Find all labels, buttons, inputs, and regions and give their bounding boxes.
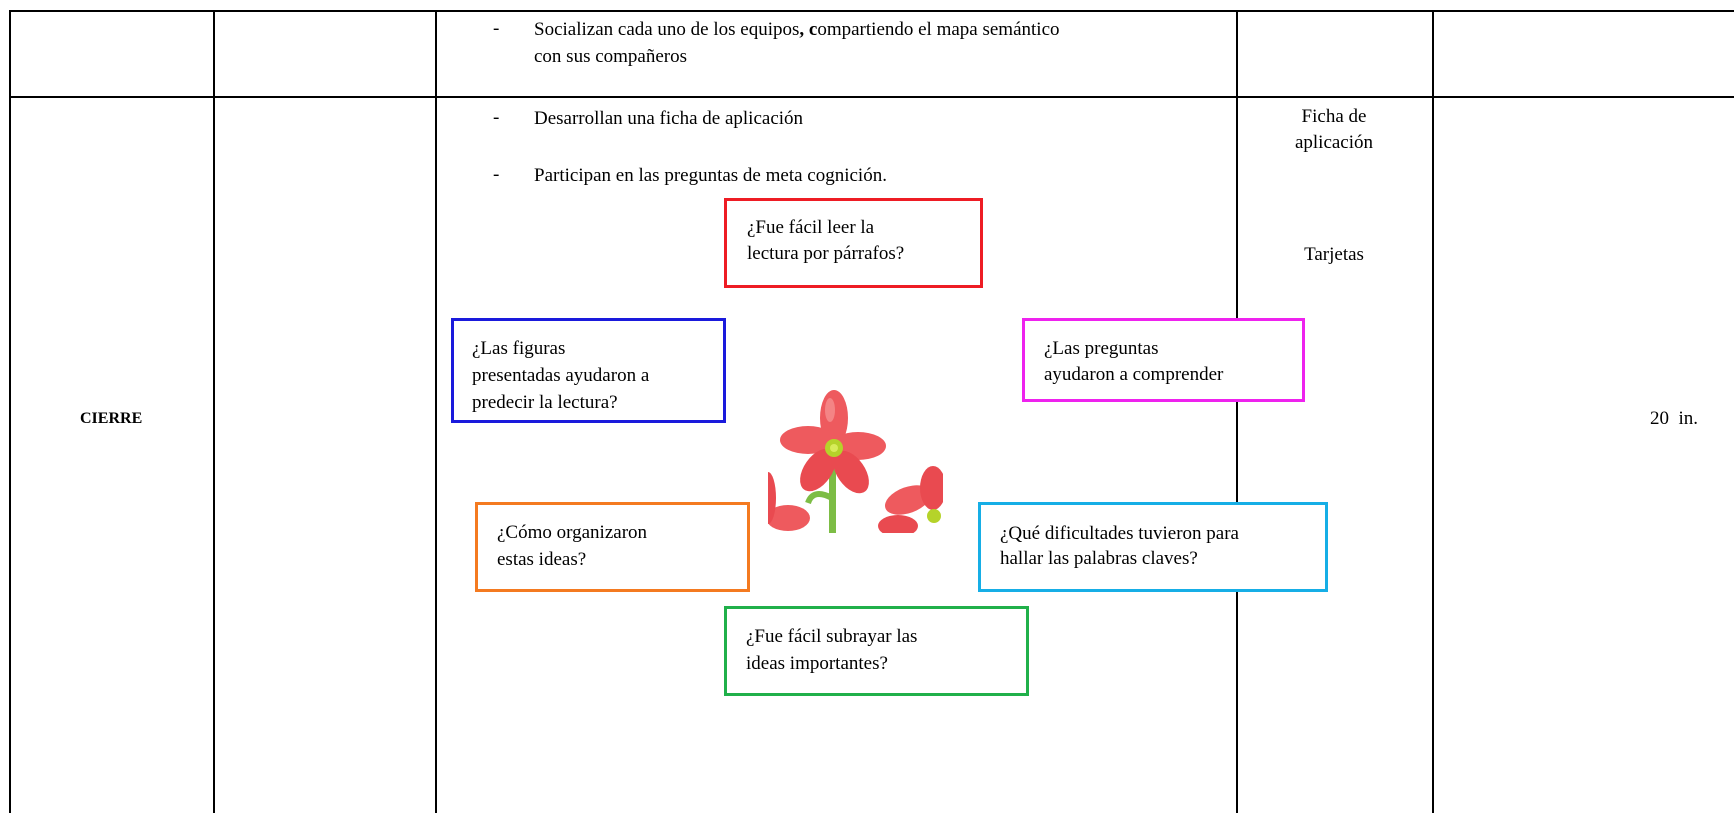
question-box: ¿Qué dificultades tuvieron para hallar l… [978,502,1328,592]
phase-label: CIERRE [80,410,143,427]
question-line: ¿Fue fácil leer la [747,217,875,238]
flower-balloon-image [768,388,943,533]
question-line: predecir la lectura? [472,392,618,413]
bullet-dash: - [493,18,500,39]
question-line: lectura por párrafos? [747,243,905,264]
column-divider [213,10,215,813]
column-divider [9,10,11,813]
table-top-border [9,10,1734,12]
resource-line: aplicación [1294,132,1374,153]
question-line: ayudaron a comprender [1044,364,1224,385]
resource-line: Ficha de [1301,106,1367,127]
question-box: ¿Las figuras presentadas ayudaron a pred… [451,318,726,423]
question-line: ¿Qué dificultades tuvieron para [1000,523,1239,544]
activity-item: Desarrollan una ficha de aplicación [534,108,804,129]
column-divider [1432,10,1434,813]
time-value: 20 in. [1650,408,1699,429]
question-line: estas ideas? [497,549,587,570]
bullet-dash: - [493,164,500,185]
question-line: hallar las palabras claves? [1000,548,1198,569]
question-box: ¿Las preguntas ayudaron a comprender [1022,318,1305,402]
activity-text-line2: con sus compañeros [534,46,688,67]
question-line: ¿Las figuras [472,338,566,359]
question-box: ¿Fue fácil subrayar las ideas importante… [724,606,1029,696]
question-line: ¿Fue fácil subrayar las [746,626,918,647]
question-line: ¿Cómo organizaron [497,522,648,543]
question-box: ¿Cómo organizaron estas ideas? [475,502,750,592]
activity-text-part1: Socializan cada uno de los equipos [534,19,800,40]
row-divider [9,96,1734,98]
question-box: ¿Fue fácil leer la lectura por párrafos? [724,198,983,288]
column-divider [1236,10,1238,813]
question-line: presentadas ayudaron a [472,365,650,386]
column-divider [435,10,437,813]
resource-ficha: Ficha de aplicación [1236,104,1432,156]
resource-tarjetas: Tarjetas [1304,244,1364,265]
bullet-dash: - [493,107,500,128]
activity-text-part2: ompartiendo el mapa semántico [817,19,1060,40]
activity-item: Participan en las preguntas de meta cogn… [534,165,887,186]
question-line: ¿Las preguntas [1044,338,1159,359]
activity-text-bold: , c [799,19,818,40]
activity-text: Socializan cada uno de los equipos, comp… [534,16,1224,70]
question-line: ideas importantes? [746,653,888,674]
